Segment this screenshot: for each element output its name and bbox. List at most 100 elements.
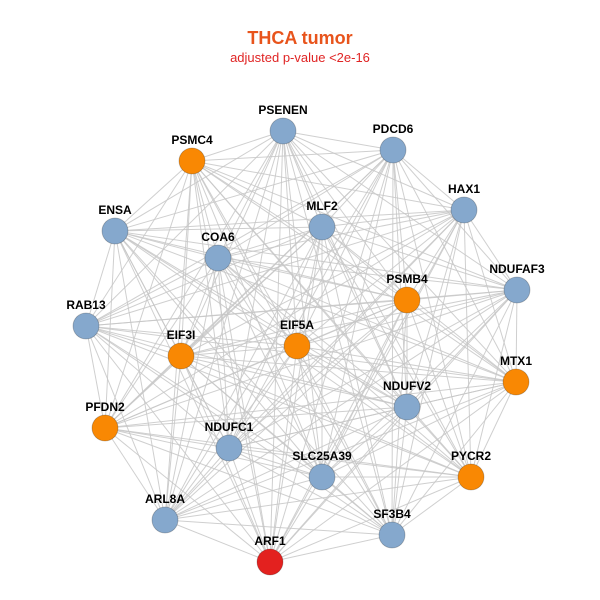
node-ensa bbox=[101, 217, 129, 245]
node-ndufv2 bbox=[393, 393, 421, 421]
edge bbox=[164, 299, 408, 521]
node-label-mtx1: MTX1 bbox=[500, 354, 532, 368]
edge bbox=[164, 289, 518, 521]
edge bbox=[191, 160, 323, 478]
node-label-psenen: PSENEN bbox=[258, 103, 307, 117]
edge bbox=[391, 209, 465, 536]
node-arf1 bbox=[256, 548, 284, 576]
node-rab13 bbox=[72, 312, 100, 340]
edge bbox=[217, 209, 465, 259]
edge bbox=[85, 325, 472, 478]
edge bbox=[406, 299, 472, 478]
edge bbox=[269, 226, 323, 563]
node-label-ndufc1: NDUFC1 bbox=[205, 420, 254, 434]
edge bbox=[104, 130, 284, 429]
edge bbox=[296, 345, 408, 408]
edge bbox=[85, 209, 465, 327]
edge bbox=[85, 325, 230, 449]
node-label-eif3i: EIF3I bbox=[167, 328, 196, 342]
edge bbox=[515, 289, 518, 383]
edge bbox=[104, 226, 323, 429]
node-ndufaf3 bbox=[503, 276, 531, 304]
edge bbox=[296, 345, 517, 383]
edge bbox=[217, 257, 517, 383]
edge bbox=[191, 160, 518, 291]
edge bbox=[191, 130, 284, 162]
edge bbox=[164, 209, 465, 521]
edge-layer bbox=[85, 130, 518, 563]
node-label-ensa: ENSA bbox=[98, 203, 132, 217]
edge bbox=[228, 447, 271, 563]
edge bbox=[228, 299, 408, 449]
node-label-pycr2: PYCR2 bbox=[451, 449, 491, 463]
edge bbox=[104, 345, 298, 429]
edge bbox=[269, 381, 517, 563]
edge bbox=[228, 209, 465, 449]
edge bbox=[269, 476, 323, 563]
edge bbox=[180, 289, 518, 357]
edge bbox=[282, 130, 323, 478]
edge bbox=[282, 130, 394, 151]
edge bbox=[321, 226, 393, 536]
edge bbox=[85, 325, 408, 408]
edge bbox=[296, 345, 323, 478]
edge bbox=[180, 299, 408, 357]
edge bbox=[164, 476, 472, 521]
edge bbox=[85, 226, 323, 327]
edge bbox=[191, 160, 230, 449]
edge bbox=[191, 160, 408, 301]
edge bbox=[217, 149, 394, 259]
edge bbox=[104, 427, 230, 449]
edge bbox=[85, 257, 219, 327]
edge bbox=[269, 534, 393, 563]
edge bbox=[114, 130, 284, 232]
edge bbox=[269, 289, 518, 563]
edge bbox=[321, 226, 518, 291]
edge bbox=[104, 381, 517, 429]
node-label-slc25a39: SLC25A39 bbox=[292, 449, 352, 463]
edge bbox=[470, 381, 517, 478]
edge bbox=[85, 325, 298, 347]
edge bbox=[104, 427, 393, 536]
edge bbox=[296, 149, 394, 347]
edge bbox=[164, 519, 271, 563]
edge bbox=[104, 427, 323, 478]
edge bbox=[85, 149, 394, 327]
edge bbox=[85, 325, 393, 536]
edge bbox=[406, 299, 517, 383]
edge bbox=[321, 149, 394, 478]
plot-subtitle: adjusted p-value <2e-16 bbox=[230, 50, 370, 65]
node-label-coa6: COA6 bbox=[201, 230, 235, 244]
node-label-ndufaf3: NDUFAF3 bbox=[489, 262, 545, 276]
node-mlf2 bbox=[308, 213, 336, 241]
edge bbox=[228, 289, 518, 449]
edge bbox=[463, 209, 517, 383]
edge bbox=[114, 209, 465, 232]
node-slc25a39 bbox=[308, 463, 336, 491]
edge bbox=[269, 345, 298, 563]
edge bbox=[104, 209, 465, 429]
edge bbox=[191, 160, 298, 347]
edge bbox=[269, 209, 465, 563]
node-coa6 bbox=[204, 244, 232, 272]
edge bbox=[114, 149, 394, 232]
edge bbox=[180, 160, 193, 357]
edge bbox=[85, 325, 182, 357]
edge bbox=[217, 226, 323, 259]
edge bbox=[85, 325, 166, 521]
edge bbox=[191, 160, 465, 211]
edge bbox=[228, 345, 298, 449]
node-label-psmb4: PSMB4 bbox=[386, 272, 428, 286]
node-eif3i bbox=[167, 342, 195, 370]
edge bbox=[191, 149, 394, 162]
edge bbox=[217, 257, 518, 291]
edge bbox=[104, 149, 394, 429]
node-psmc4 bbox=[178, 147, 206, 175]
edge bbox=[164, 447, 230, 521]
node-label-mlf2: MLF2 bbox=[306, 199, 338, 213]
node-hax1 bbox=[450, 196, 478, 224]
node-psenen bbox=[269, 117, 297, 145]
edge bbox=[164, 519, 393, 536]
